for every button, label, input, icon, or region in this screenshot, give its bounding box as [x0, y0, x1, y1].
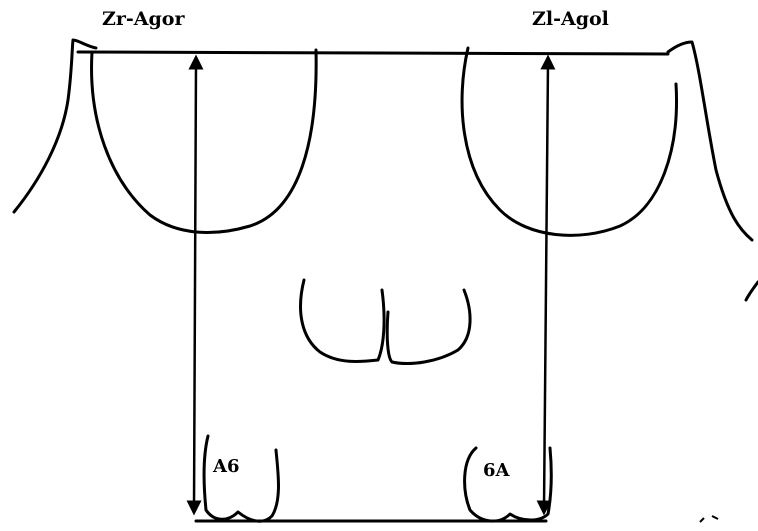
right-face-contour-lower — [744, 280, 758, 302]
label-zl-agol: Zl-Agol — [532, 8, 609, 30]
left-measurement-arrow — [186, 54, 204, 516]
upper-reference-line — [76, 50, 670, 56]
nasal-aperture-right — [385, 288, 472, 365]
label-a6: A6 — [213, 456, 240, 477]
right-face-contour — [666, 40, 754, 242]
scan-artifact — [699, 515, 719, 523]
label-zr-agor: Zr-Agor — [102, 8, 185, 30]
left-face-contour — [12, 38, 98, 214]
label-6a: 6A — [483, 460, 510, 481]
left-orbit — [90, 48, 318, 234]
right-lower-tooth — [463, 446, 553, 523]
nasal-aperture-left — [299, 278, 386, 364]
left-lower-tooth — [202, 434, 280, 523]
right-orbit — [460, 46, 678, 237]
right-measurement-arrow — [536, 54, 556, 516]
